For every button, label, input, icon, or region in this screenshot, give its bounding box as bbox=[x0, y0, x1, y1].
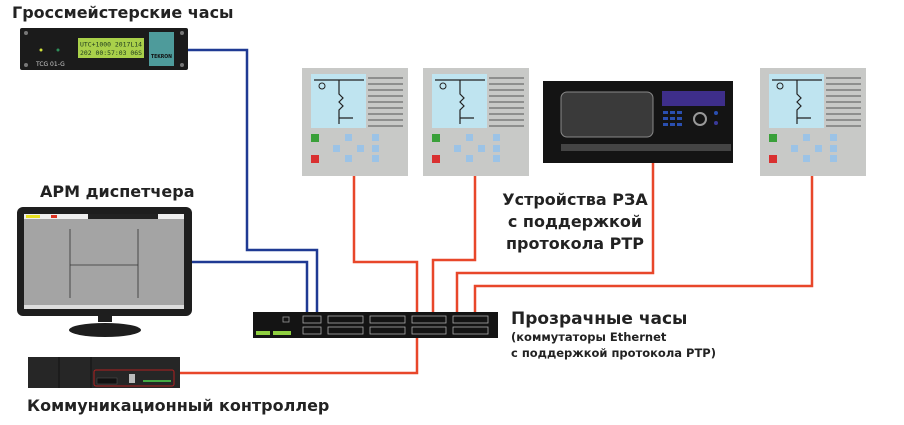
protection-devices-label: Устройства РЗА с поддержкой протокола PT… bbox=[495, 189, 655, 255]
link-ied2-to-switch bbox=[431, 176, 477, 313]
comm-controller-label: Коммуникационный контроллер bbox=[27, 396, 330, 415]
clock-display-line-1: UTC+1000 2017L14 bbox=[80, 41, 142, 49]
link-ied3-to-switch bbox=[455, 163, 655, 313]
protection-devices-line-2: с поддержкой bbox=[507, 212, 643, 231]
clock-brand-logo: TEKRON bbox=[151, 54, 172, 60]
link-grandmaster-to-switch bbox=[188, 48, 319, 313]
protection-device-3 bbox=[543, 81, 733, 163]
protection-devices-line-3: протокола PTP bbox=[505, 234, 645, 253]
protection-device-1 bbox=[302, 68, 408, 176]
link-workstation-to-switch bbox=[192, 260, 309, 313]
link-ied4-to-switch bbox=[473, 176, 814, 313]
transparent-clock-title: Прозрачные часы bbox=[511, 309, 688, 329]
protection-devices-line-1: Устройства РЗА bbox=[502, 190, 648, 209]
link-controller-to-switch bbox=[180, 338, 419, 375]
grandmaster-clock-device: UTC+1000 2017L14 202 00:57:03 06S TEKRON… bbox=[20, 28, 188, 70]
clock-model-label: TCG 01-G bbox=[35, 61, 65, 68]
link-ied1-to-switch bbox=[352, 176, 419, 313]
operator-workstation-label: АРМ диспетчера bbox=[40, 182, 195, 201]
clock-display-line-2: 202 00:57:03 06S bbox=[80, 49, 142, 57]
transparent-clock-sub-1: (коммутаторы Ethernet bbox=[511, 330, 667, 344]
protection-device-2 bbox=[422, 67, 530, 177]
communication-controller-device bbox=[28, 357, 180, 388]
operator-workstation-monitor bbox=[17, 207, 192, 337]
ethernet-switch-transparent-clock bbox=[253, 312, 498, 338]
transparent-clock-sub-2: с поддержкой протокола PTP) bbox=[511, 346, 716, 360]
protection-device-4 bbox=[759, 67, 867, 177]
grandmaster-clock-label: Гроссмейстерские часы bbox=[12, 3, 234, 22]
